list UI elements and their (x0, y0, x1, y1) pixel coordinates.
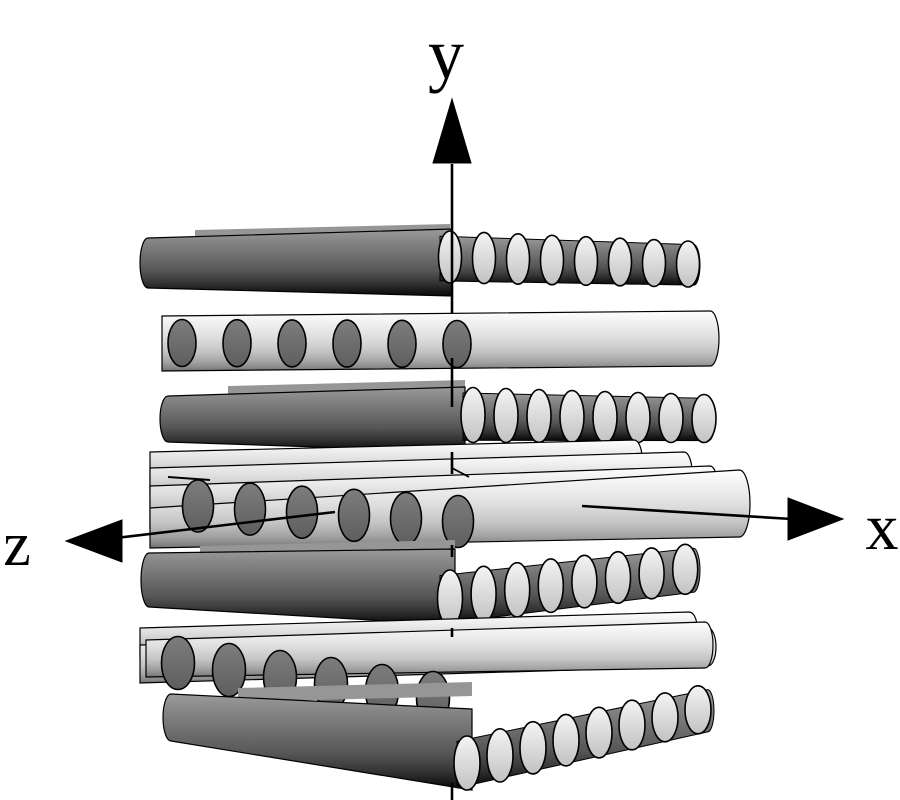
y-axis-arrowhead (432, 97, 472, 164)
rod-band-6-light (139, 611, 717, 726)
x-axis-label: x (866, 491, 899, 564)
rod-band-4-light (149, 439, 751, 549)
coordinate-axes (64, 97, 845, 800)
z-axis-label: z (3, 511, 31, 579)
rod-band-5-dark (140, 540, 701, 627)
y-axis-label: y (428, 14, 464, 94)
rod-band-7-dark (162, 682, 715, 791)
rod-structure-layers (64, 97, 845, 800)
rod-band-1-dark (139, 224, 701, 297)
rod-band-3-dark (159, 380, 717, 453)
rod-band-2-light (161, 310, 720, 372)
x-axis-arrowhead (787, 497, 845, 541)
z-axis-arrowhead (64, 519, 123, 563)
